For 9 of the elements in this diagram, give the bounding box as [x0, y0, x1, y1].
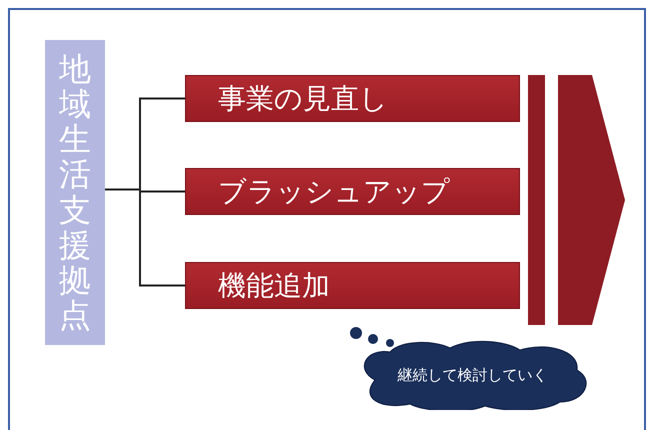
- process-bar: [185, 168, 520, 215]
- node-label: 事業の見直し: [218, 80, 388, 116]
- node-label: 機能追加: [218, 268, 330, 304]
- process-bar: [185, 75, 520, 122]
- node-label: 継続して検討していく: [398, 366, 548, 384]
- process-bar: [185, 262, 520, 309]
- node-label: 地域生活支援拠点: [59, 52, 91, 334]
- node-label: ブラッシュアップ: [218, 174, 450, 210]
- vertical-label-box: [45, 40, 105, 345]
